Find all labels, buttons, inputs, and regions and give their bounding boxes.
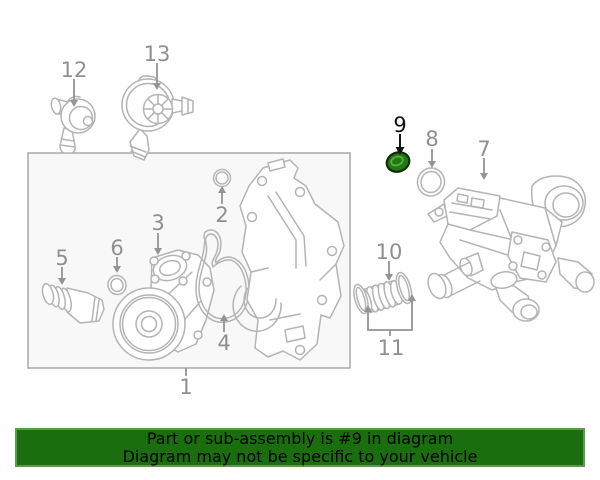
part-1-label: 1 [179, 375, 192, 399]
part-13-label: 13 [144, 42, 171, 66]
part-10-label: 10 [376, 240, 403, 264]
part-7-thermostat-housing-drawing [427, 175, 595, 322]
part-7-arrow [480, 158, 488, 180]
part-11-bracket [364, 294, 416, 336]
part-11-orings-drawing [353, 271, 413, 315]
part-9-inner-ring [390, 155, 404, 167]
engine-front-cover-drawing [232, 158, 345, 361]
part-10-arrow [385, 261, 393, 281]
part-8-arrow [428, 149, 436, 168]
callout-arrows [58, 63, 488, 376]
part-2-label: 2 [215, 203, 228, 227]
part-4-gasket-drawing [195, 229, 250, 323]
part-9-arrow [395, 134, 405, 155]
part-3-label: 3 [151, 211, 164, 235]
part-2-arrow [218, 186, 226, 204]
part-10-bellows-drawing [361, 280, 404, 314]
part-6-oring-drawing [107, 274, 127, 296]
part-12-aux-pump-drawing [50, 95, 96, 154]
part-4-label: 4 [217, 331, 230, 355]
part-6-label: 6 [110, 236, 123, 260]
part-2-oring-drawing [212, 168, 232, 188]
part-13-arrow [153, 63, 161, 90]
part-4-arrow [220, 314, 228, 332]
part-5-label: 5 [55, 246, 68, 270]
banner-line1: Part or sub-assembly is #9 in diagram [146, 428, 454, 448]
part-9-highlight-ellipse [385, 151, 411, 173]
part-9-highlighted-oring [385, 151, 411, 173]
part-12-label: 12 [61, 58, 88, 82]
part-6-arrow [113, 257, 121, 273]
highlight-info-banner: Part or sub-assembly is #9 in diagram Di… [15, 428, 585, 467]
part-5-hose-fitting-drawing [41, 282, 105, 324]
part-number-labels: 12 13 2 3 5 6 4 1 9 8 7 10 11 [55, 42, 490, 399]
part-11-label: 11 [378, 336, 405, 360]
banner-line2: Diagram may not be specific to your vehi… [122, 446, 478, 466]
part-12-arrow [70, 79, 78, 107]
part-5-arrow [58, 267, 66, 285]
part-8-label: 8 [425, 127, 438, 151]
part-7-label: 7 [477, 137, 490, 161]
part-8-oring-drawing [416, 167, 446, 197]
part-3-arrow [154, 233, 162, 255]
part-13-aux-pump-drawing [121, 75, 194, 161]
part-9-label: 9 [393, 113, 406, 137]
